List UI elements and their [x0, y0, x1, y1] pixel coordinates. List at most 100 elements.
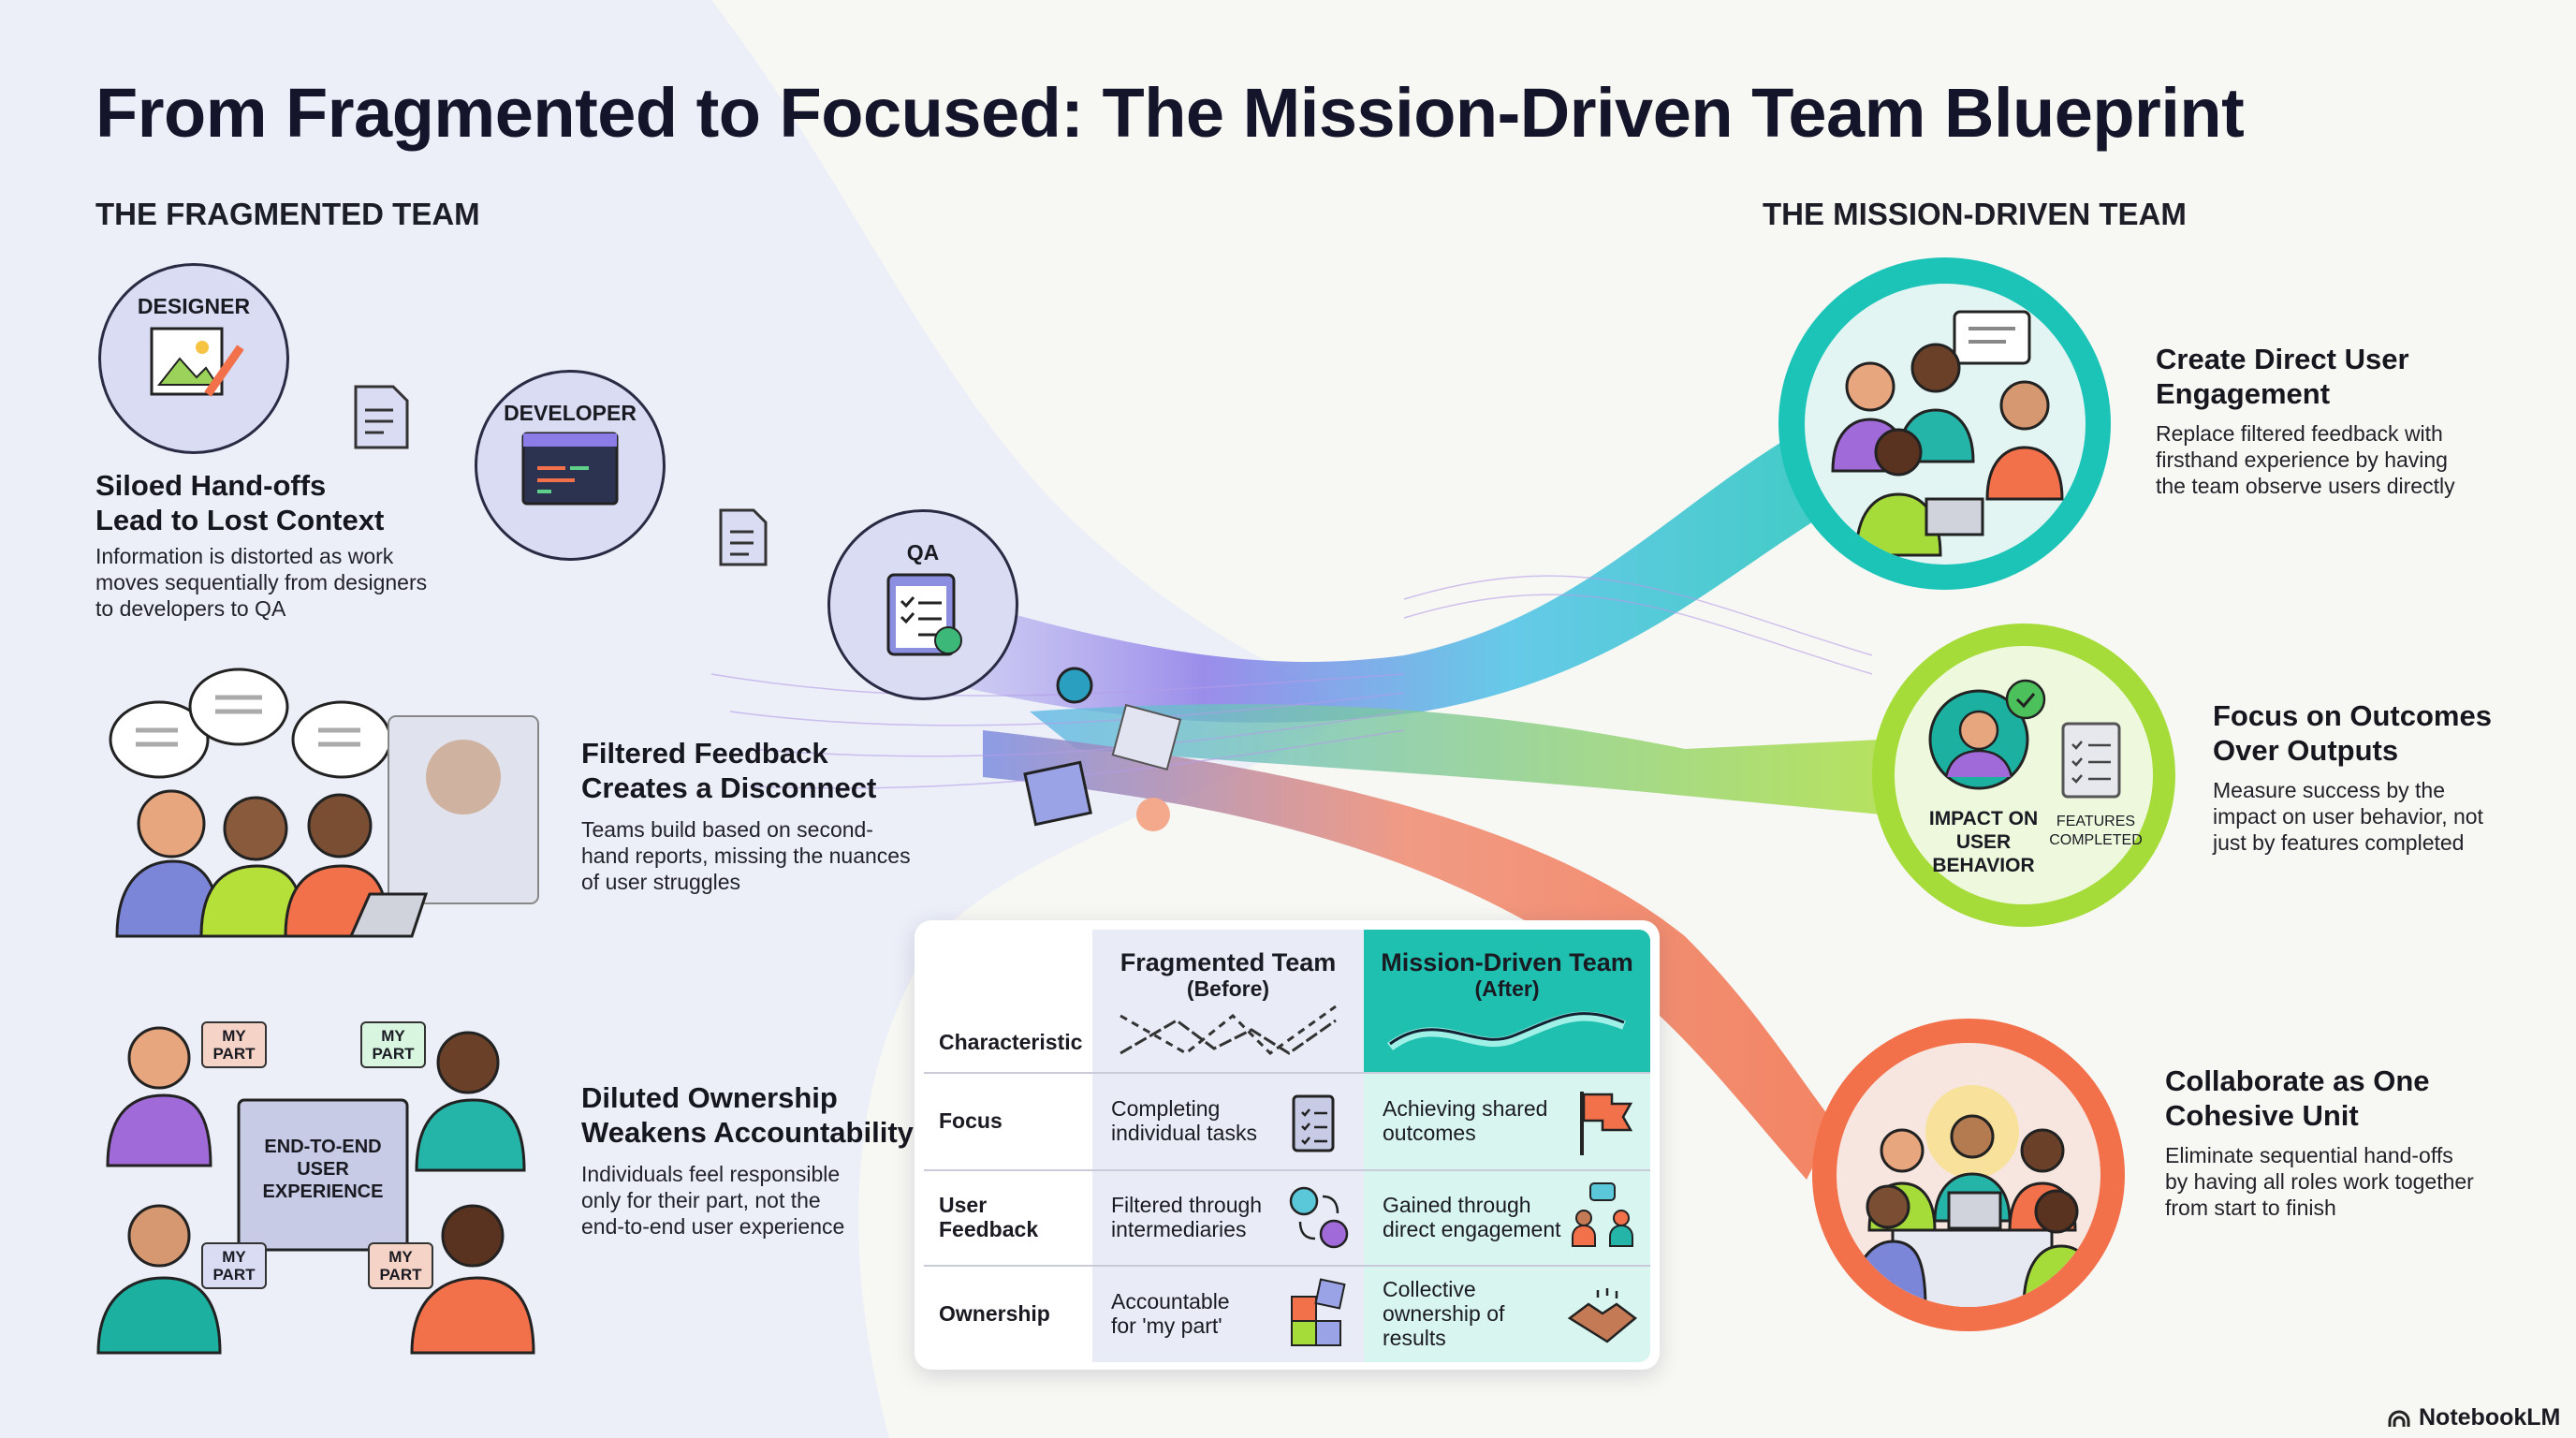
my-part-bubble: MY PART [201, 1242, 267, 1289]
header-before: Fragmented Team (Before) [1092, 948, 1364, 1063]
features-label: FEATURES COMPLETED [2044, 813, 2147, 850]
point-body: hand reports, missing the nuances [581, 844, 911, 868]
ownership-illustration: END-TO-END USER EXPERIENCE MY PART MY PA… [89, 1016, 548, 1362]
point-body: firsthand experience by having [2156, 448, 2448, 472]
brand-label: NotebookLM [2419, 1404, 2561, 1431]
cell-text: individual tasks [1111, 1121, 1257, 1145]
puzzle-pieces-icon [1291, 1278, 1346, 1346]
outcomes-point: Focus on Outcomes Over Outputs Measure s… [2213, 698, 2492, 856]
design-image-icon [150, 327, 244, 397]
row-divider [924, 1072, 1650, 1074]
point-body: Replace filtered feedback with [2156, 421, 2443, 446]
point-heading: Diluted Ownership [581, 1081, 838, 1114]
header-subtitle: (Before) [1186, 976, 1270, 1001]
box-label: EXPERIENCE [262, 1181, 384, 1202]
point-body: impact on user behavior, not [2213, 804, 2483, 829]
my-part-bubble: MY PART [201, 1021, 267, 1068]
page-title: From Fragmented to Focused: The Mission-… [95, 74, 2245, 152]
impact-label: IMPACT ON USER BEHAVIOR [1913, 807, 2054, 877]
row-label-ownership: Ownership [939, 1265, 1050, 1362]
team-collaborating-illustration [1849, 1085, 2100, 1307]
point-heading: Lead to Lost Context [95, 504, 385, 536]
cell-text: intermediaries [1111, 1217, 1247, 1241]
collaborate-circle [1812, 1019, 2125, 1331]
qa-circle: QA [827, 509, 1018, 700]
label-line: FEATURES [2056, 814, 2136, 829]
row-divider [924, 1169, 1650, 1171]
direct-conversation-icon [1572, 1182, 1633, 1247]
team-thought-bubbles-illustration [109, 668, 539, 938]
label-line: BEHAVIOR [1932, 855, 2035, 876]
happy-user-check-icon [1928, 679, 2046, 790]
diluted-ownership-point: Diluted Ownership Weakens Accountability… [581, 1080, 914, 1240]
header-after: Mission-Driven Team (After) [1364, 948, 1650, 1063]
point-body: only for their part, not the [581, 1188, 821, 1212]
direct-engagement-point: Create Direct User Engagement Replace fi… [2156, 342, 2455, 499]
point-heading: Weakens Accountability [581, 1116, 914, 1149]
people-holding-puzzle-pieces-icon [96, 1026, 535, 1355]
my-part-bubble: MY PART [360, 1021, 426, 1068]
label-line: USER [1955, 831, 2012, 853]
point-heading: Collaborate as One [2165, 1064, 2430, 1097]
developer-circle: DEVELOPER [475, 370, 666, 561]
document-icon [354, 385, 409, 449]
smooth-wave-icon [1386, 1011, 1626, 1051]
jagged-dashed-lines-icon [1120, 1005, 1337, 1055]
cell-text: Gained through [1383, 1193, 1531, 1217]
point-body: to developers to QA [95, 596, 286, 621]
box-label: USER [297, 1159, 349, 1180]
handshake-icon [1567, 1288, 1638, 1343]
point-body: by having all roles work together [2165, 1169, 2474, 1194]
cell-text: outcomes [1383, 1121, 1476, 1145]
role-label: DESIGNER [137, 294, 251, 318]
point-body: Measure success by the [2213, 778, 2446, 802]
point-heading: Create Direct User [2156, 343, 2409, 375]
cell-text: Achieving shared [1383, 1096, 1548, 1121]
row-label-text: Focus [939, 1108, 1003, 1133]
my-part-bubble: MY PART [368, 1242, 433, 1289]
header-characteristic: Characteristic [939, 1030, 1083, 1054]
end-to-end-box: END-TO-END USER EXPERIENCE [239, 1136, 407, 1203]
box-label: END-TO-END [264, 1137, 382, 1157]
label-line: COMPLETED [2049, 832, 2143, 848]
direct-engagement-circle [1778, 257, 2111, 590]
cell-text: Collective [1383, 1277, 1476, 1301]
checklist-icon [886, 573, 962, 656]
document-icon [719, 508, 768, 566]
right-section-title: THE MISSION-DRIVEN TEAM [1763, 197, 2187, 231]
point-heading: Cohesive Unit [2165, 1099, 2359, 1132]
point-heading: Siloed Hand-offs [95, 469, 327, 502]
point-body: moves sequentially from designers [95, 570, 428, 594]
team-observing-user-illustration [1831, 310, 2064, 557]
point-body: end-to-end user experience [581, 1214, 845, 1239]
point-body: just by features completed [2213, 830, 2465, 855]
notebooklm-logo-icon [2388, 1410, 2410, 1427]
siloed-handoffs-point: Siloed Hand-offs Lead to Lost Context In… [95, 468, 427, 622]
cell-text: direct engagement [1383, 1217, 1561, 1241]
point-body: of user struggles [581, 870, 741, 894]
row-label-text: Ownership [939, 1301, 1050, 1326]
label-line: IMPACT ON [1928, 808, 2039, 829]
row-label-text: User [939, 1193, 988, 1217]
features-clipboard-icon [2061, 722, 2121, 799]
intermediary-exchange-icon [1289, 1186, 1349, 1249]
point-heading: Engagement [2156, 377, 2331, 410]
point-body: Individuals feel responsible [581, 1162, 841, 1186]
code-window-icon [521, 432, 619, 506]
header-subtitle: (After) [1474, 976, 1540, 1001]
collaborate-point: Collaborate as One Cohesive Unit Elimina… [2165, 1064, 2474, 1221]
cell-text: results [1383, 1326, 1446, 1350]
cell-text: for 'my part' [1111, 1313, 1222, 1338]
outcomes-circle: IMPACT ON USER BEHAVIOR FEATURES COMPLET… [1872, 624, 2175, 927]
point-body: Eliminate sequential hand-offs [2165, 1143, 2453, 1167]
point-heading: Filtered Feedback [581, 737, 828, 770]
comparison-table: Characteristic Fragmented Team (Before) … [915, 920, 1660, 1370]
point-heading: Over Outputs [2213, 734, 2399, 767]
floating-fragments-icon [1023, 667, 1182, 831]
designer-circle: DESIGNER [98, 263, 289, 454]
